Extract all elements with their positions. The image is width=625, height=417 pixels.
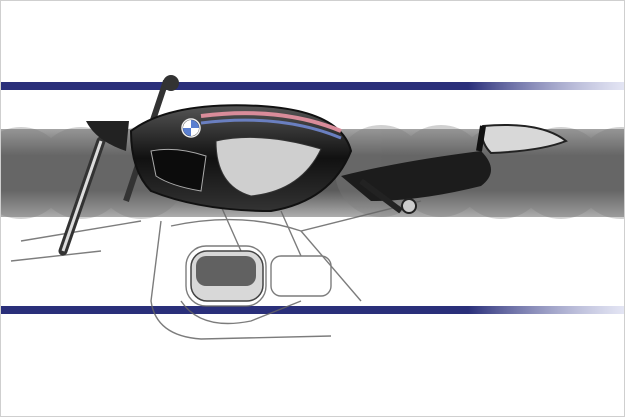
top-stripe bbox=[1, 82, 624, 90]
seat bbox=[341, 151, 491, 214]
bottom-stripe bbox=[1, 306, 624, 314]
engine-block bbox=[190, 250, 264, 302]
bmw-badge bbox=[181, 118, 201, 138]
pencil-frame bbox=[10, 160, 442, 340]
tail-cowl bbox=[476, 124, 568, 155]
